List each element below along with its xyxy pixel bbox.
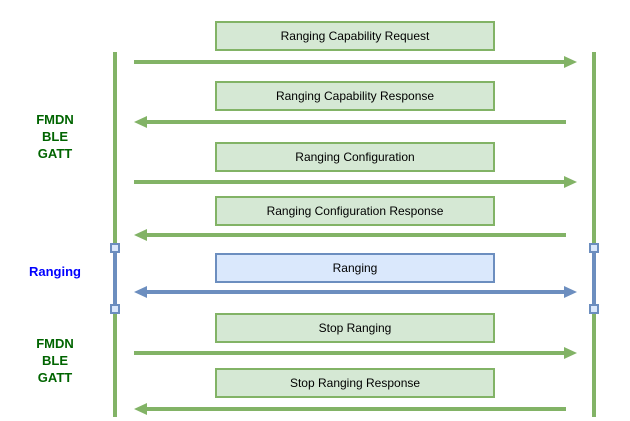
arrowhead-right-icon xyxy=(564,176,577,188)
ranging-activation-segment-right xyxy=(592,248,596,309)
phase-label-line: BLE xyxy=(42,129,68,144)
message-arrow-right xyxy=(0,56,630,68)
lifeline-right xyxy=(592,52,596,417)
activation-endpoint xyxy=(589,304,599,314)
message-box: Ranging xyxy=(215,253,495,283)
message-box: Ranging Configuration Response xyxy=(215,196,495,226)
message-arrow-left xyxy=(0,116,630,128)
arrowhead-left-icon xyxy=(134,116,147,128)
message-box: Ranging Capability Request xyxy=(215,21,495,51)
arrowhead-left-icon xyxy=(134,286,147,298)
arrow-line xyxy=(147,407,566,411)
ranging-activation-segment-left xyxy=(113,248,117,309)
message-arrow-right xyxy=(0,176,630,188)
phase-label-line: BLE xyxy=(42,353,68,368)
phase-label-line: GATT xyxy=(37,146,73,161)
phase-label-line: FMDN xyxy=(36,336,74,351)
arrowhead-right-icon xyxy=(564,347,577,359)
message-box: Ranging Configuration xyxy=(215,142,495,172)
activation-endpoint xyxy=(110,304,120,314)
message-arrow-left xyxy=(0,229,630,241)
message-box: Stop Ranging xyxy=(215,313,495,343)
arrow-line xyxy=(134,180,564,184)
message-arrow-right xyxy=(0,347,630,359)
lifeline-left xyxy=(113,52,117,417)
message-arrow-both xyxy=(0,286,630,298)
phase-label-ranging: Ranging xyxy=(0,263,110,280)
activation-endpoint xyxy=(589,243,599,253)
phase-label-line: FMDN xyxy=(36,112,74,127)
arrow-line xyxy=(134,351,564,355)
phase-label-fmdn-ble-gatt: FMDN BLE GATT xyxy=(0,335,110,386)
arrowhead-right-icon xyxy=(564,56,577,68)
arrow-line xyxy=(147,120,566,124)
arrowhead-right-icon xyxy=(564,286,577,298)
phase-label-line: Ranging xyxy=(29,264,81,279)
arrow-line xyxy=(134,60,564,64)
message-arrow-left xyxy=(0,403,630,415)
arrow-line xyxy=(147,233,566,237)
phase-label-line: GATT xyxy=(37,370,73,385)
message-box: Stop Ranging Response xyxy=(215,368,495,398)
activation-endpoint xyxy=(110,243,120,253)
message-box: Ranging Capability Response xyxy=(215,81,495,111)
phase-label-fmdn-ble-gatt: FMDN BLE GATT xyxy=(0,111,110,162)
arrow-line xyxy=(147,290,564,294)
arrowhead-left-icon xyxy=(134,403,147,415)
arrowhead-left-icon xyxy=(134,229,147,241)
